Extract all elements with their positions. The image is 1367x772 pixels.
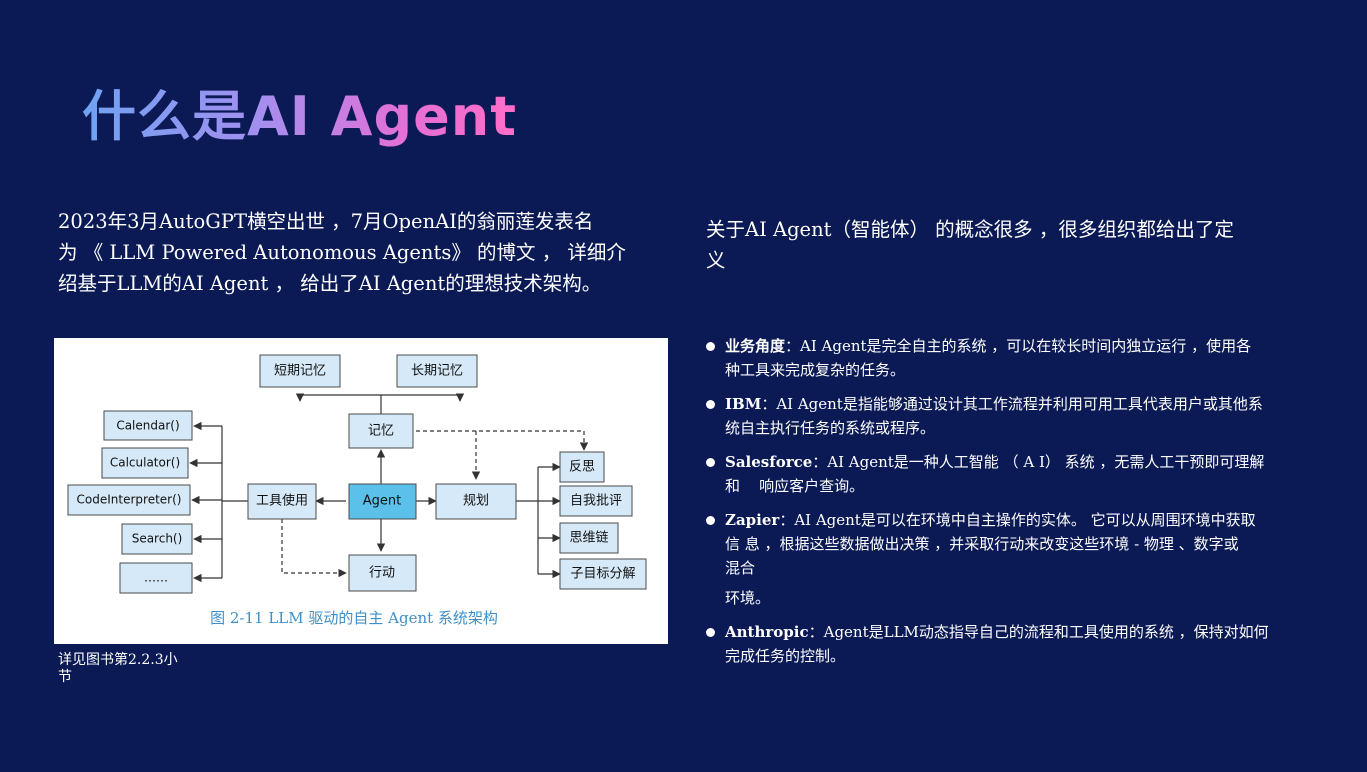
concept-line: 关于AI Agent（智能体） 的概念很多 ，很多组织都给出了定 <box>706 218 1234 241</box>
definition-text: 混合 <box>725 559 756 577</box>
node-action: 行动 <box>348 554 417 592</box>
dashed-tool-action <box>281 519 347 578</box>
plan-tree <box>516 467 539 574</box>
tool-calculator: Calculator() <box>101 447 189 479</box>
definition-text: 和 响应客户查询。 <box>725 477 865 495</box>
intro-line: 为 《 LLM Powered Autonomous Agents》 的博文 ，… <box>58 241 626 264</box>
svg-text:子目标分解: 子目标分解 <box>570 567 635 582</box>
definition-text: 环境。 <box>725 589 771 607</box>
node-tool-use: 工具使用 <box>247 483 317 520</box>
svg-text:思维链: 思维链 <box>569 531 608 546</box>
bullet-icon <box>706 400 715 409</box>
page-title: 什么是AI Agent <box>82 72 517 151</box>
node-short-memory: 短期记忆 <box>259 354 341 388</box>
node-agent: Agent <box>348 483 417 520</box>
definition-item: IBM：AI Agent是指能够通过设计其工作流程并利用可用工具代表用户或其他系… <box>706 392 1316 440</box>
definition-text: ：AI Agent是可以在环境中自主操作的实体。 它可以从周围环境中获取 <box>779 511 1256 529</box>
svg-text:CodeInterpreter(): CodeInterpreter() <box>77 493 182 507</box>
definition-item: Zapier：AI Agent是可以在环境中自主操作的实体。 它可以从周围环境中… <box>706 508 1316 610</box>
svg-text:工具使用: 工具使用 <box>256 493 308 509</box>
node-planning: 规划 <box>435 483 517 520</box>
definition-term: Anthropic <box>725 623 809 641</box>
definition-text: 信 息 ，根据这些数据做出决策 ，并采取行动来改变这些环境 - 物理 、数字或 <box>725 535 1239 553</box>
svg-text:Calendar(): Calendar() <box>116 419 179 433</box>
definition-item: Anthropic：Agent是LLM动态指导自己的流程和工具使用的系统 ，保持… <box>706 620 1316 668</box>
definition-term: 业务角度 <box>725 337 786 355</box>
note-line: 节 <box>58 669 72 685</box>
node-long-memory: 长期记忆 <box>396 354 478 388</box>
memory-connector <box>299 394 461 414</box>
svg-text:Calculator(): Calculator() <box>110 456 180 470</box>
svg-text:行动: 行动 <box>369 566 395 581</box>
book-reference-note: 详见图书第2.2.3小 节 <box>58 652 208 686</box>
node-reflection: 反思 <box>559 451 605 483</box>
tool-codeinterpreter: CodeInterpreter() <box>67 484 191 516</box>
architecture-diagram: 短期记忆 长期记忆 记忆 Agent 工具使用 规划 <box>67 354 647 627</box>
svg-text:自我批评: 自我批评 <box>570 494 622 509</box>
intro-line: 2023年3月AutoGPT横空出世 ，7月OpenAI的翁丽莲发表名 <box>58 210 594 233</box>
node-chain-of-thought: 思维链 <box>559 522 619 554</box>
tool-more: …… <box>119 562 193 594</box>
dashed-memory-reflect <box>416 430 589 451</box>
node-memory: 记忆 <box>348 413 414 449</box>
definition-text: ：Agent是LLM动态指导自己的流程和工具使用的系统 ，保持对如何 <box>808 623 1269 641</box>
tool-tree <box>221 426 248 578</box>
definition-text: 完成任务的控制。 <box>725 647 846 665</box>
tool-search: Search() <box>121 523 193 555</box>
definition-text: ：AI Agent是一种人工智能 （ A I） 系统 ，无需人工干预即可理解 <box>812 453 1265 471</box>
bullet-icon <box>706 516 715 525</box>
svg-text:反思: 反思 <box>569 460 595 475</box>
node-subgoal: 子目标分解 <box>559 558 647 590</box>
tool-calendar: Calendar() <box>103 410 193 441</box>
definition-item: 业务角度：AI Agent是完全自主的系统 ，可以在较长时间内独立运行 ，使用各… <box>706 334 1316 382</box>
node-self-critique: 自我批评 <box>559 485 633 517</box>
svg-text:Agent: Agent <box>363 494 401 509</box>
definition-text: ：AI Agent是指能够通过设计其工作流程并利用可用工具代表用户或其他系 <box>761 395 1263 413</box>
definition-term: Zapier <box>725 511 780 529</box>
svg-text:规划: 规划 <box>463 494 489 509</box>
svg-text:……: …… <box>144 571 168 585</box>
definition-text: ：AI Agent是完全自主的系统 ，可以在较长时间内独立运行 ，使用各 <box>785 337 1252 355</box>
svg-text:长期记忆: 长期记忆 <box>411 363 463 379</box>
definition-term: Salesforce <box>725 453 813 471</box>
bullet-icon <box>706 628 715 637</box>
figure-caption: 图 2-11 LLM 驱动的自主 Agent 系统架构 <box>210 609 498 627</box>
svg-text:短期记忆: 短期记忆 <box>274 363 326 379</box>
note-line: 详见图书第2.2.3小 <box>58 652 178 668</box>
svg-text:Search(): Search() <box>132 532 183 546</box>
intro-paragraph: 2023年3月AutoGPT横空出世 ，7月OpenAI的翁丽莲发表名 为 《 … <box>58 206 643 299</box>
bullet-icon <box>706 342 715 351</box>
definitions-list: 业务角度：AI Agent是完全自主的系统 ，可以在较长时间内独立运行 ，使用各… <box>706 334 1316 678</box>
definition-text: 种工具来完成复杂的任务。 <box>725 361 906 379</box>
concept-line: 义 <box>706 249 726 272</box>
intro-line: 绍基于LLM的AI Agent ， 给出了AI Agent的理想技术架构。 <box>58 272 602 295</box>
svg-text:记忆: 记忆 <box>368 423 394 439</box>
definition-text: 统自主执行任务的系统或程序。 <box>725 419 936 437</box>
definition-term: IBM <box>725 395 762 413</box>
concept-paragraph: 关于AI Agent（智能体） 的概念很多 ，很多组织都给出了定 义 <box>706 214 1306 276</box>
definition-item: Salesforce：AI Agent是一种人工智能 （ A I） 系统 ，无需… <box>706 450 1316 498</box>
bullet-icon <box>706 458 715 467</box>
architecture-figure: 短期记忆 长期记忆 记忆 Agent 工具使用 规划 <box>54 338 668 644</box>
